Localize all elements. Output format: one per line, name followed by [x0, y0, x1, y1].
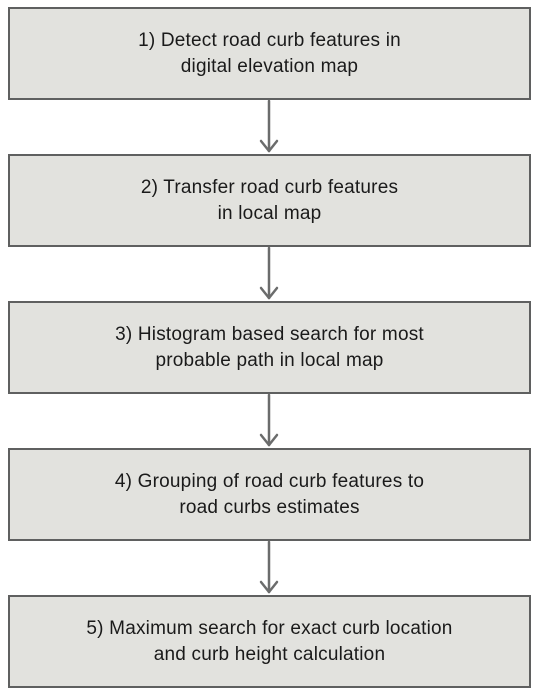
- arrow-4-to-5: [259, 540, 279, 594]
- step-2-line-1: 2) Transfer road curb features: [140, 176, 399, 198]
- arrow-2-to-3: [259, 246, 279, 300]
- step-box-5: 5) Maximum search for exact curb locatio…: [8, 595, 531, 688]
- step-box-1: 1) Detect road curb features in digital …: [8, 7, 531, 100]
- step-1-line-2: digital elevation map: [180, 55, 359, 77]
- step-box-4: 4) Grouping of road curb features to roa…: [8, 448, 531, 541]
- step-5-line-2: and curb height calculation: [153, 643, 386, 665]
- step-3-line-2: probable path in local map: [155, 349, 384, 371]
- arrow-3-to-4: [259, 393, 279, 447]
- step-2-line-2: in local map: [217, 202, 322, 224]
- step-1-line-1: 1) Detect road curb features in: [138, 29, 401, 51]
- arrow-1-to-2: [259, 99, 279, 153]
- step-box-3: 3) Histogram based search for most proba…: [8, 301, 531, 394]
- step-4-line-2: road curbs estimates: [179, 496, 360, 518]
- step-3-line-1: 3) Histogram based search for most: [115, 323, 424, 345]
- step-4-line-1: 4) Grouping of road curb features to: [114, 470, 425, 492]
- step-5-line-1: 5) Maximum search for exact curb locatio…: [86, 617, 453, 639]
- step-box-2: 2) Transfer road curb features in local …: [8, 154, 531, 247]
